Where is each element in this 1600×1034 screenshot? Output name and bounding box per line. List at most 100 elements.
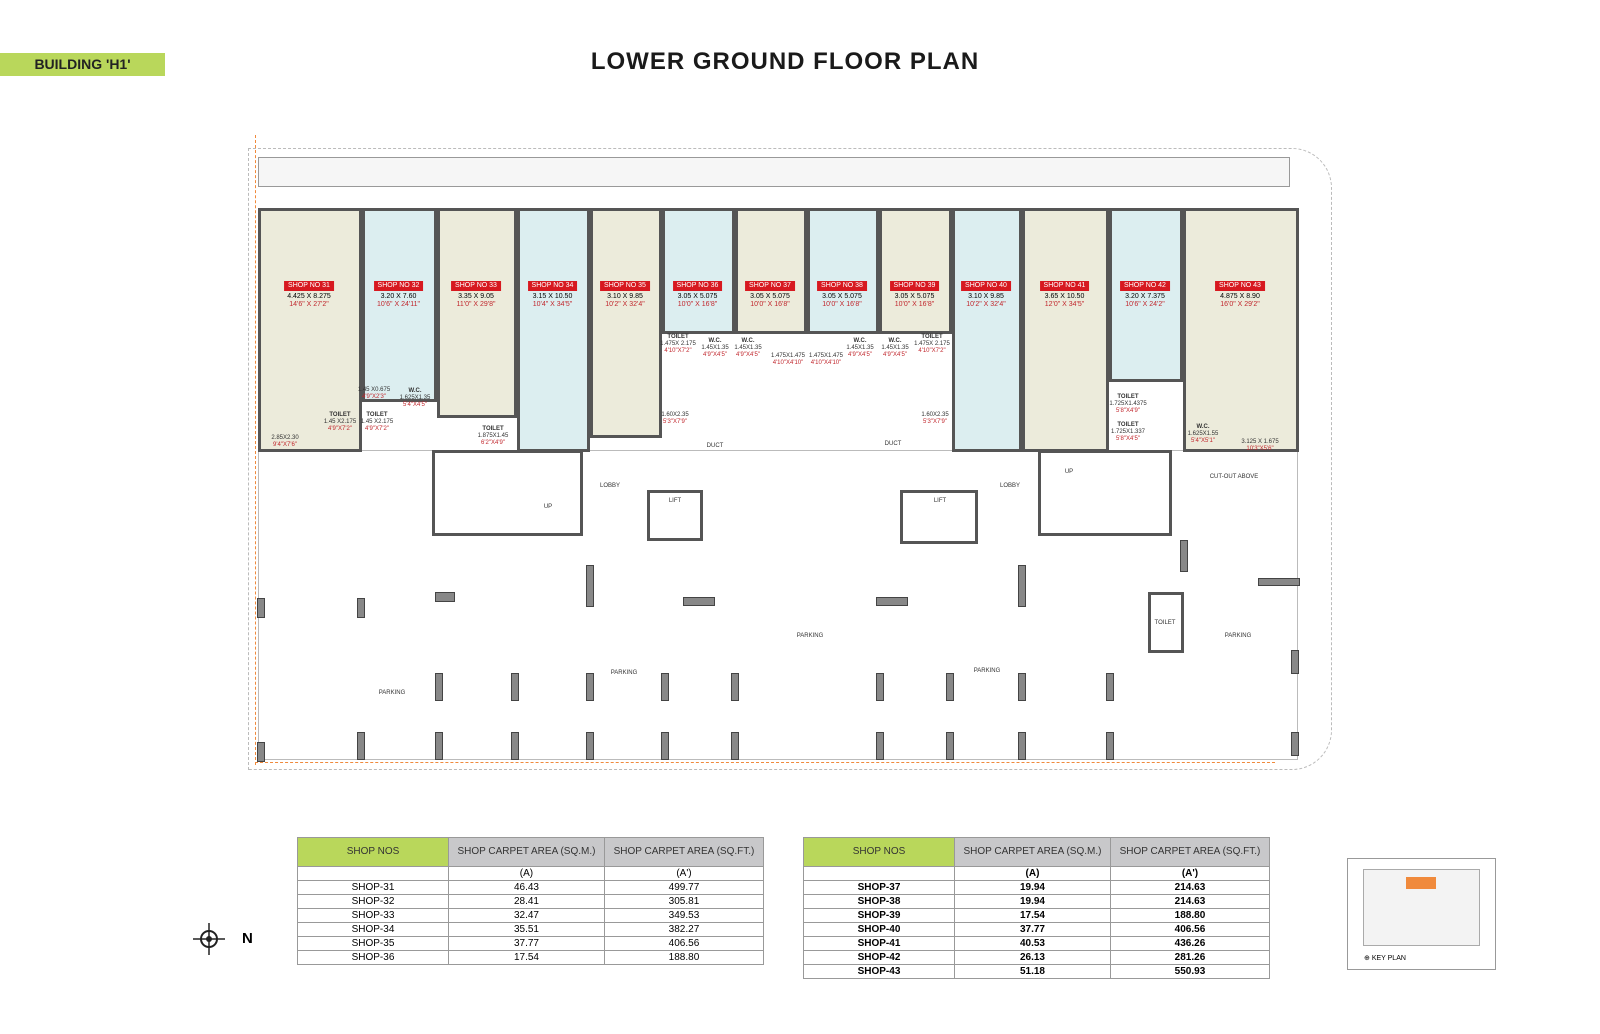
column xyxy=(586,565,594,607)
cell-sqm: 19.94 xyxy=(954,894,1111,909)
balcony-strip xyxy=(258,157,1290,187)
area-label: PARKING xyxy=(796,633,824,639)
shop-36 xyxy=(662,208,735,334)
room-dim-m: 1.45 X2.175 xyxy=(323,419,357,425)
shop-dim-ft: 11'0" X 29'8" xyxy=(456,301,496,308)
cell-shop: SHOP-37 xyxy=(803,880,955,895)
cell-shop: SHOP-33 xyxy=(297,908,449,923)
column xyxy=(435,592,455,602)
room-dim-ft: 4'10"X7'2" xyxy=(664,348,692,354)
column xyxy=(876,732,884,760)
column xyxy=(1106,732,1114,760)
cell-sqm: 35.51 xyxy=(448,922,605,937)
cell-shop: SHOP-40 xyxy=(803,922,955,937)
cell-sqm: 17.54 xyxy=(954,908,1111,923)
cell-sqm: 26.13 xyxy=(954,950,1111,965)
cell-shop: SHOP-43 xyxy=(803,964,955,979)
shop-name: SHOP NO 34 xyxy=(527,281,578,291)
column xyxy=(876,597,908,606)
room-dim-m: 1.625X1.35 xyxy=(399,395,431,401)
room-title: W.C. xyxy=(741,338,755,344)
column xyxy=(357,598,365,618)
sub-sqft: (A') xyxy=(1109,866,1271,881)
column xyxy=(731,732,739,760)
shop-name: SHOP NO 40 xyxy=(961,281,1011,291)
column xyxy=(731,673,739,701)
cell-shop: SHOP-41 xyxy=(803,936,955,951)
cell-sqft: 214.63 xyxy=(1109,880,1271,895)
parking-toilet xyxy=(1148,592,1184,653)
shop-name: SHOP NO 38 xyxy=(817,281,867,291)
cell-sqft: 550.93 xyxy=(1109,964,1271,979)
room-dim-ft: 4'9"X4'5" xyxy=(703,352,727,358)
area-label: DUCT xyxy=(884,441,902,447)
column xyxy=(1291,732,1299,756)
cell-sqft: 406.56 xyxy=(1109,922,1271,937)
shop-name: SHOP NO 41 xyxy=(1039,281,1090,291)
column xyxy=(1018,732,1026,760)
shop-dim-ft: 10'4" X 34'5" xyxy=(532,301,573,308)
shop-dim-m: 3.10 X 9.85 xyxy=(968,293,1004,300)
room-dim-ft: 4'10"X4'10" xyxy=(772,360,804,366)
column xyxy=(1291,650,1299,674)
cell-shop: SHOP-36 xyxy=(297,950,449,965)
cell-sqft: 305.81 xyxy=(603,894,765,909)
lift-right xyxy=(900,490,978,544)
shop-35 xyxy=(590,208,662,438)
cell-sqm: 37.77 xyxy=(954,922,1111,937)
room-title: TOILET xyxy=(329,412,351,418)
room-dim-m: 1.45 X2.175 xyxy=(360,419,394,425)
shop-name: SHOP NO 36 xyxy=(672,281,723,291)
column xyxy=(357,732,365,760)
shop-dim-m: 3.05 X 5.075 xyxy=(677,293,718,300)
column xyxy=(435,732,443,760)
room-title: TOILET xyxy=(366,412,388,418)
shop-dim-m: 3.20 X 7.375 xyxy=(1125,293,1165,300)
building-label: BUILDING 'H1' xyxy=(0,53,165,76)
column xyxy=(1018,565,1026,607)
column xyxy=(1180,540,1188,572)
blank-cell xyxy=(297,866,449,881)
room-title: TOILET xyxy=(482,426,504,432)
room-dim-ft: 5'3"X7'9" xyxy=(923,419,947,425)
shop-41 xyxy=(1022,208,1109,452)
shop-dim-ft: 16'0" X 29'2" xyxy=(1220,301,1260,308)
key-plan-highlight xyxy=(1406,877,1436,889)
shop-dim-ft: 10'6" X 24'2" xyxy=(1125,301,1165,308)
shop-37 xyxy=(735,208,807,334)
cell-shop: SHOP-32 xyxy=(297,894,449,909)
boundary-line-bottom xyxy=(255,762,1275,763)
room-dim-ft: 5'3"X7'9" xyxy=(663,419,687,425)
room-dim-ft: 4'10"X7'2" xyxy=(918,348,946,354)
area-label: UP xyxy=(543,504,553,510)
room-title: W.C. xyxy=(888,338,902,344)
column xyxy=(586,732,594,760)
room-dim-m: 1.475X1.475 xyxy=(770,353,806,359)
area-label: PARKING xyxy=(610,670,638,676)
column xyxy=(661,673,669,701)
shop-40 xyxy=(952,208,1022,452)
room-dim-ft: 4'9"X4'5" xyxy=(883,352,907,358)
sub-sqm: (A) xyxy=(954,866,1111,881)
room-dim-ft: 5'8"X4'5" xyxy=(1116,436,1140,442)
compass-icon xyxy=(193,923,225,955)
cell-shop: SHOP-34 xyxy=(297,922,449,937)
shop-name: SHOP NO 43 xyxy=(1215,281,1265,291)
header-sqm: SHOP CARPET AREA (SQ.M.) xyxy=(448,837,605,867)
